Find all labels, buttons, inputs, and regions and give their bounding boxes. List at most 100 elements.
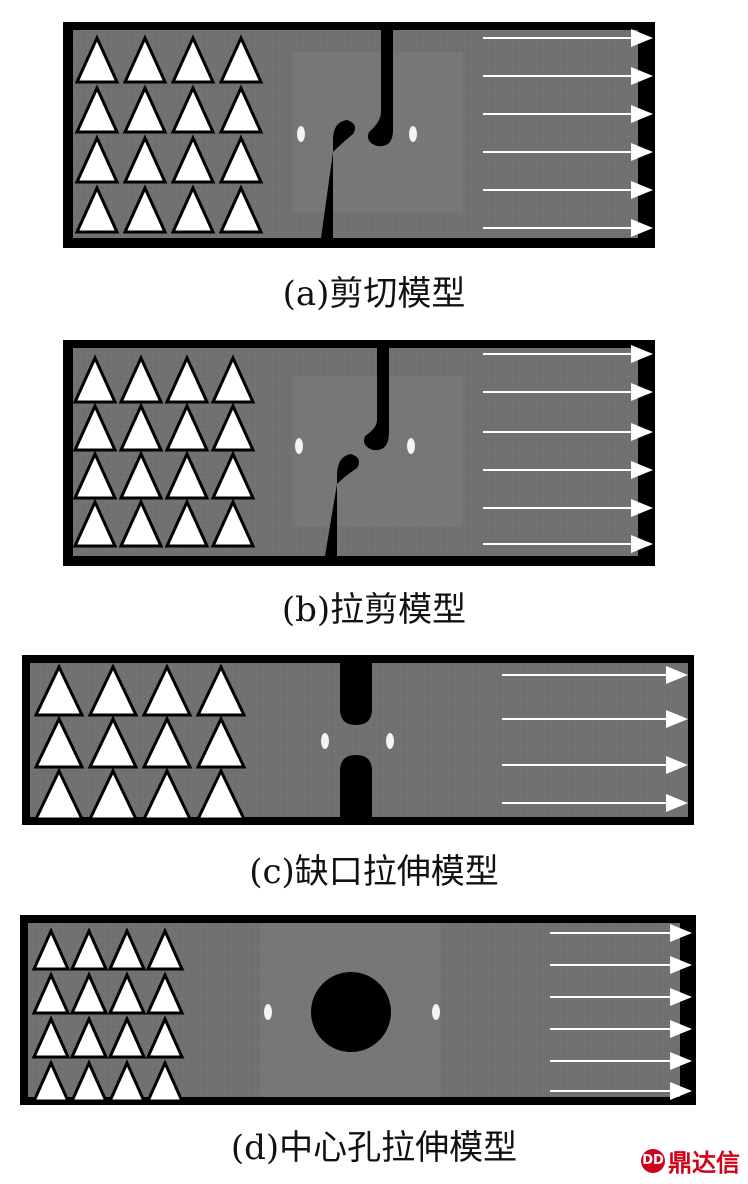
fixed-constraint-triangle xyxy=(87,715,139,769)
lower-notch xyxy=(340,755,372,817)
center-hole xyxy=(311,972,391,1052)
fixed-constraint-triangle xyxy=(87,663,139,717)
fixed-constraint-triangle xyxy=(210,498,256,548)
fixed-constraint-triangle xyxy=(72,450,118,500)
load-arrow-head xyxy=(670,988,692,1006)
measurement-point xyxy=(409,126,417,142)
fixed-constraint-triangle xyxy=(33,663,85,717)
fixed-constraint-triangle xyxy=(145,971,185,1015)
fixed-constraint-triangle xyxy=(122,134,168,184)
panel-c-figure xyxy=(30,663,688,821)
fixed-constraint-triangle xyxy=(118,354,164,404)
fixed-constraint-triangle xyxy=(33,715,85,769)
load-arrow-head xyxy=(670,1020,692,1038)
fixed-constraint-triangle xyxy=(118,450,164,500)
upper-notch xyxy=(340,663,372,725)
lower-notch xyxy=(321,120,355,238)
fixed-constraint-triangle xyxy=(164,354,210,404)
load-arrow-head xyxy=(666,794,688,812)
load-arrow-head xyxy=(666,666,688,684)
watermark-logo-icon: DD xyxy=(641,1148,665,1173)
load-arrow-head xyxy=(631,219,653,237)
caption-c: (c)缺口拉伸模型 xyxy=(249,852,499,892)
fixed-constraint-triangle xyxy=(74,34,120,84)
fixed-constraint-triangle xyxy=(170,134,216,184)
fixed-constraint-triangle xyxy=(118,498,164,548)
load-arrow-head xyxy=(670,956,692,974)
fixed-constraint-triangle xyxy=(69,927,109,971)
fixed-constraint-triangle xyxy=(118,402,164,452)
fixed-constraint-triangle xyxy=(141,767,193,821)
panel-a-figure xyxy=(73,29,653,238)
panel-b-figure xyxy=(72,345,653,556)
watermark-logo: DD 鼎达信 xyxy=(641,1143,740,1178)
measurement-point xyxy=(264,1004,272,1020)
panel-a-shear-model xyxy=(63,22,655,248)
fixed-constraint-triangle xyxy=(122,184,168,234)
load-arrow-head xyxy=(631,29,653,47)
measurement-point xyxy=(295,438,303,454)
fixed-constraint-triangle xyxy=(145,927,185,971)
load-arrow-head xyxy=(631,461,653,479)
load-arrow-head xyxy=(631,181,653,199)
fixed-constraint-triangle xyxy=(74,134,120,184)
load-arrow-head xyxy=(666,710,688,728)
fixed-constraint-triangle xyxy=(122,34,168,84)
fixed-constraint-triangle xyxy=(164,498,210,548)
measurement-point xyxy=(386,733,394,749)
fixed-constraint-triangle xyxy=(141,663,193,717)
fixed-constraint-triangle xyxy=(218,184,264,234)
load-arrow-head xyxy=(631,345,653,363)
fixed-constraint-triangle xyxy=(170,34,216,84)
fixed-constraint-triangle xyxy=(195,767,247,821)
load-arrow-head xyxy=(631,383,653,401)
fixed-constraint-triangle xyxy=(31,927,71,971)
load-arrow-head xyxy=(670,924,692,942)
caption-b: (b)拉剪模型 xyxy=(281,590,467,630)
load-arrow-head xyxy=(670,1052,692,1070)
fixed-constraint-triangle xyxy=(31,1015,71,1059)
fixed-constraint-triangle xyxy=(107,1015,147,1059)
load-arrow-head xyxy=(631,143,653,161)
measurement-point xyxy=(432,1004,440,1020)
load-arrow-head xyxy=(631,499,653,517)
fixed-constraint-triangle xyxy=(141,715,193,769)
lower-notch xyxy=(325,454,359,556)
fixed-constraint-triangle xyxy=(218,84,264,134)
fixed-constraint-triangle xyxy=(107,971,147,1015)
panel-b-tension-shear-model xyxy=(63,340,655,566)
load-arrow-head xyxy=(631,67,653,85)
fixed-constraint-triangle xyxy=(107,927,147,971)
measurement-point xyxy=(321,733,329,749)
fixed-constraint-triangle xyxy=(31,1059,71,1103)
fixed-constraint-triangle xyxy=(107,1059,147,1103)
load-arrow-head xyxy=(631,535,653,553)
fixed-constraint-triangle xyxy=(210,402,256,452)
fixed-constraint-triangle xyxy=(218,34,264,84)
measurement-point xyxy=(407,438,415,454)
fixed-constraint-triangle xyxy=(145,1059,185,1103)
watermark-text: 鼎达信 xyxy=(668,1149,740,1177)
fixed-constraint-triangle xyxy=(145,1015,185,1059)
fixed-constraint-triangle xyxy=(69,1059,109,1103)
panel-d-figure xyxy=(28,923,692,1103)
fixed-constraint-triangle xyxy=(195,715,247,769)
fixed-constraint-triangle xyxy=(87,767,139,821)
fixed-constraint-triangle xyxy=(69,1015,109,1059)
fixed-constraint-triangle xyxy=(170,184,216,234)
fixed-constraint-triangle xyxy=(195,663,247,717)
fixed-constraint-triangle xyxy=(33,767,85,821)
panel-c-notched-tension-model xyxy=(22,655,694,825)
load-arrow-head xyxy=(631,423,653,441)
upper-notch xyxy=(364,348,389,451)
fixed-constraint-triangle xyxy=(218,134,264,184)
fixed-constraint-triangle xyxy=(74,184,120,234)
fixed-constraint-triangle xyxy=(72,498,118,548)
fixed-constraint-triangle xyxy=(164,402,210,452)
fixed-constraint-triangle xyxy=(210,354,256,404)
fixed-constraint-triangle xyxy=(122,84,168,134)
fixed-constraint-triangle xyxy=(31,971,71,1015)
fixed-constraint-triangle xyxy=(72,402,118,452)
fixed-constraint-triangle xyxy=(164,450,210,500)
fixed-constraint-triangle xyxy=(74,84,120,134)
